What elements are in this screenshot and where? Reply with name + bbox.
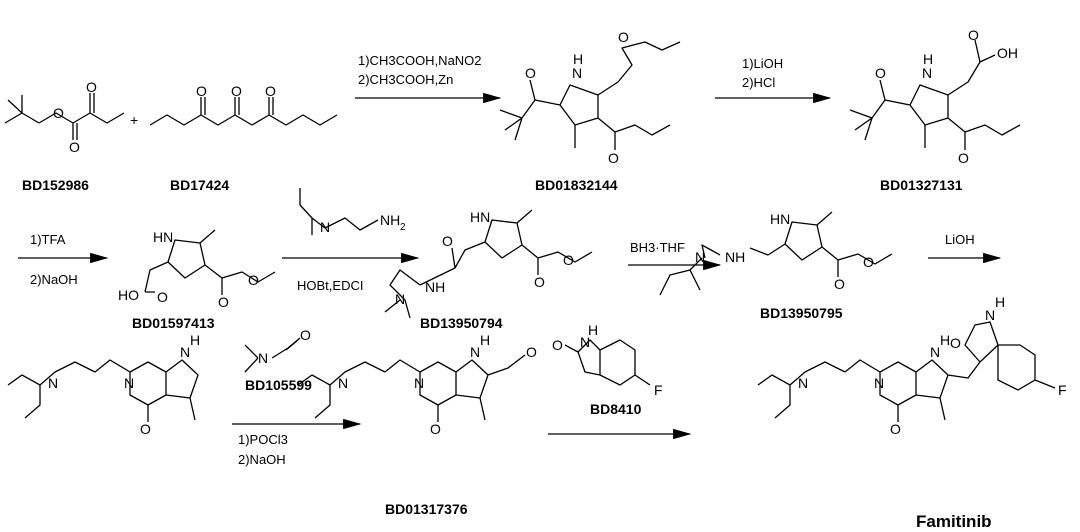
svg-text:O: O — [863, 254, 874, 270]
compound-label: BD13950794 — [420, 315, 503, 331]
compound-label: BD01317376 — [385, 501, 468, 517]
svg-text:H: H — [588, 322, 598, 338]
svg-text:N: N — [258, 350, 268, 366]
reagent-text: LiOH — [945, 232, 975, 247]
svg-text:HN: HN — [770, 211, 790, 227]
dmf-structure — [244, 337, 301, 373]
svg-text:O: O — [890, 421, 901, 437]
svg-text:O: O — [157, 289, 168, 305]
molecule-bd17424: O O O BD17424 — [149, 83, 338, 193]
compound-label: BD01832144 — [535, 177, 618, 193]
reagent-text: 1)LiOH — [742, 56, 783, 71]
reagent-text: 2)HCl — [742, 75, 775, 90]
molecule-bd01597413: HN O O HO O BD01597413 — [118, 229, 276, 331]
svg-text:H: H — [573, 51, 583, 67]
svg-text:H: H — [923, 51, 933, 67]
svg-text:O: O — [430, 421, 441, 437]
svg-text:N: N — [922, 65, 932, 81]
svg-text:O: O — [53, 105, 64, 121]
svg-text:O: O — [442, 233, 453, 249]
compound-label: BD17424 — [170, 177, 229, 193]
svg-text:N: N — [798, 375, 808, 391]
reagent-text: HOBt,EDCI — [297, 278, 363, 293]
reagent-text: 1)POCl3 — [238, 432, 288, 447]
svg-text:O: O — [525, 65, 536, 81]
svg-text:O: O — [968, 27, 979, 43]
svg-text:H: H — [480, 332, 490, 348]
svg-text:N: N — [395, 291, 405, 307]
reagent-text: 1)TFA — [30, 232, 66, 247]
svg-text:O: O — [265, 83, 276, 99]
svg-text:N: N — [695, 249, 705, 265]
svg-text:F: F — [654, 382, 663, 398]
svg-text:N: N — [320, 219, 330, 235]
svg-text:O: O — [196, 83, 207, 99]
svg-text:F: F — [1058, 382, 1067, 398]
molecule-bd8410: NH O F BD8410 — [552, 322, 663, 417]
svg-text:N: N — [572, 65, 582, 81]
compound-label: BD105599 — [245, 377, 312, 393]
svg-text:HO: HO — [118, 287, 139, 303]
svg-text:O: O — [526, 344, 537, 360]
svg-text:N: N — [338, 375, 348, 391]
svg-text:H: H — [995, 294, 1005, 310]
reagent-text: 1)CH3COOH,NaNO2 — [358, 53, 482, 68]
svg-text:O: O — [834, 276, 845, 292]
svg-text:O: O — [218, 294, 229, 310]
compound-label: BD13950795 — [760, 305, 843, 321]
svg-text:O: O — [534, 274, 545, 290]
svg-text:O: O — [552, 337, 563, 353]
molecule-bd01317376: NOO NH N BD01317376 — [297, 332, 537, 517]
intermediate-lactam: NO NH N — [7, 332, 200, 437]
svg-text:O: O — [86, 79, 97, 95]
compound-label: BD01327131 — [880, 177, 963, 193]
svg-text:N: N — [930, 344, 940, 360]
svg-text:NH: NH — [725, 249, 745, 265]
molecule-bd152986: O O O BD152986 — [4, 79, 125, 193]
svg-text:2: 2 — [400, 222, 406, 233]
reagent-text: 2)CH3COOH,Zn — [358, 72, 453, 87]
svg-text:NH: NH — [425, 279, 445, 295]
molecule-bd01832144: O O O NH BD01832144 — [499, 29, 681, 193]
svg-text:O: O — [248, 272, 259, 288]
svg-text:N: N — [580, 334, 590, 350]
molecule-famitinib: NO NH N ONH F Famitinib — [757, 294, 1067, 531]
svg-text:O: O — [875, 65, 886, 81]
svg-text:HN: HN — [153, 229, 173, 245]
svg-text:OH: OH — [997, 45, 1018, 61]
svg-text:N: N — [180, 344, 190, 360]
svg-text:N: N — [985, 307, 995, 323]
molecule-bd13950795: HN O O NH N BD13950795 — [659, 211, 893, 321]
reagent-text: 2)NaOH — [238, 452, 286, 467]
svg-text:O: O — [69, 139, 80, 155]
svg-text:O: O — [231, 83, 242, 99]
molecule-bd01327131: O O O OH NH BD01327131 — [849, 27, 1021, 193]
compound-label: BD01597413 — [132, 315, 215, 331]
svg-text:N: N — [874, 375, 884, 391]
svg-text:N: N — [48, 375, 58, 391]
svg-text:O: O — [563, 252, 574, 268]
svg-text:HN: HN — [470, 209, 490, 225]
svg-text:O: O — [950, 335, 961, 351]
molecule-bd13950794: HN O O O NH N BD13950794 — [384, 209, 593, 331]
svg-text:H: H — [190, 332, 200, 348]
reagent-text: BH3·THF — [630, 240, 685, 255]
svg-text:N: N — [470, 344, 480, 360]
svg-text:N: N — [124, 375, 134, 391]
svg-text:O: O — [618, 29, 629, 45]
svg-text:O: O — [958, 150, 969, 166]
svg-text:N: N — [414, 375, 424, 391]
compound-label: BD152986 — [22, 177, 89, 193]
svg-text:H: H — [940, 332, 950, 348]
plus-sign: + — [130, 112, 138, 128]
svg-text:O: O — [300, 327, 311, 343]
amine-reagent — [299, 188, 379, 235]
compound-label: BD8410 — [590, 401, 642, 417]
svg-text:NH: NH — [380, 212, 400, 228]
product-label: Famitinib — [916, 512, 992, 531]
svg-text:O: O — [140, 421, 151, 437]
svg-text:O: O — [608, 150, 619, 166]
reagent-text: 2)NaOH — [30, 272, 78, 287]
